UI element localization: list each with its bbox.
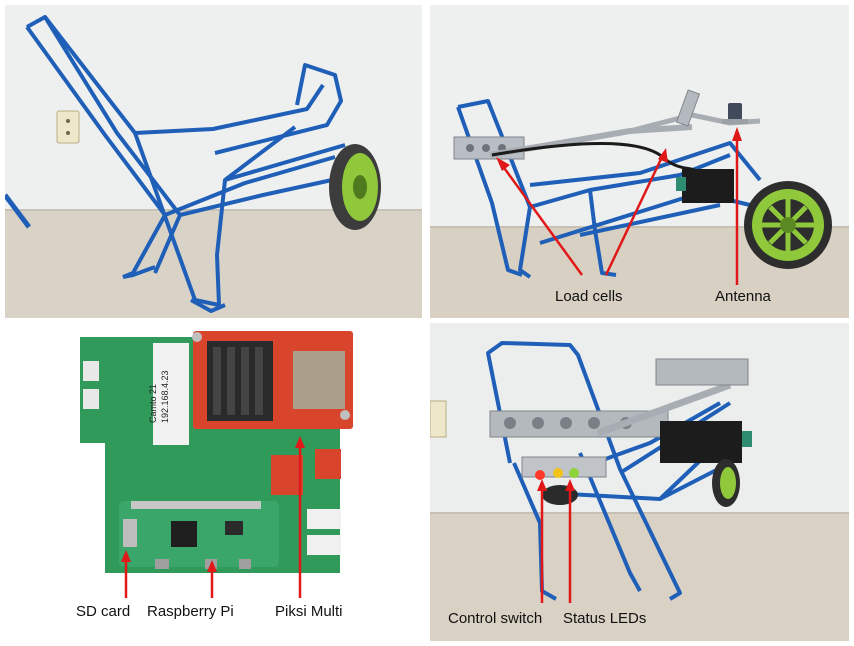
cart-rear-view-image xyxy=(430,323,849,641)
electronics-board-image xyxy=(35,323,375,578)
label-piksi-multi: Piksi Multi xyxy=(275,603,343,620)
label-sd-card: SD card xyxy=(76,603,131,620)
photo-instrumented-cart: Load cells Antenna xyxy=(430,5,849,318)
label-control-switch: Control switch xyxy=(448,610,543,627)
photo-cart-rear-view: Control switch Status LEDs xyxy=(430,323,849,641)
photo-bare-cart-frame xyxy=(5,5,422,318)
instrumented-cart-image xyxy=(430,5,849,318)
sticker-line-1: Camto 21 xyxy=(148,383,158,423)
label-status-leds: Status LEDs xyxy=(563,610,647,627)
label-raspberry-pi: Raspberry Pi xyxy=(147,603,234,620)
label-load-cells: Load cells xyxy=(555,288,623,305)
photo-electronics-board: Camto 21 192.168.4.23 xyxy=(35,323,375,578)
sticker-label: Camto 21 192.168.4.23 xyxy=(147,333,171,423)
sticker-line-2: 192.168.4.23 xyxy=(160,370,170,423)
bare-cart-frame-image xyxy=(5,5,422,318)
label-antenna: Antenna xyxy=(715,288,771,305)
